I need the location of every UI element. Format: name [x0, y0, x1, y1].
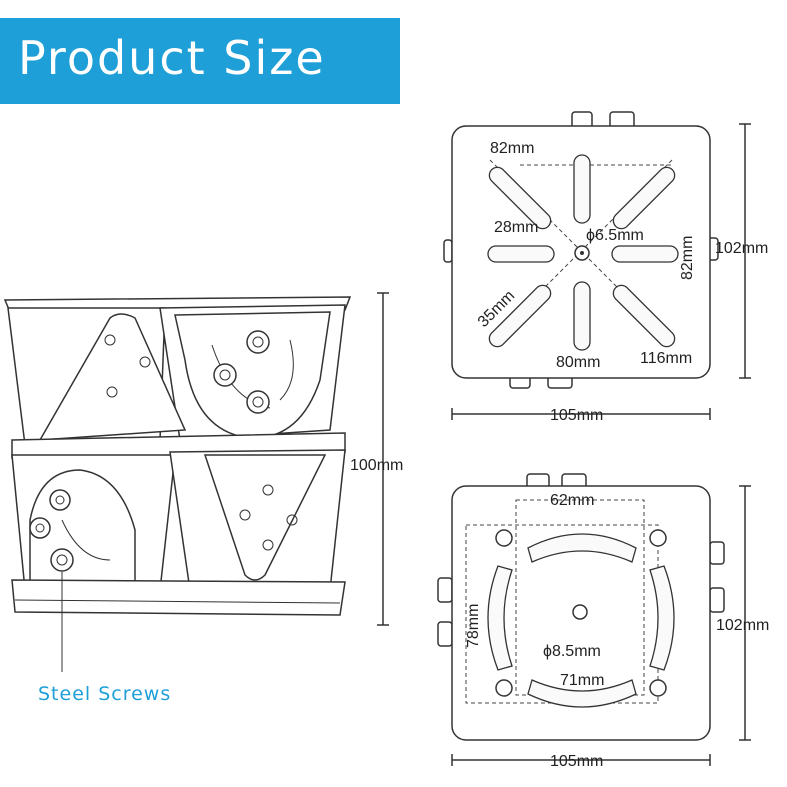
- bottom-71mm-label: 71mm: [560, 672, 604, 689]
- top-width-label: 105mm: [550, 407, 603, 424]
- bottom-62mm-label: 62mm: [550, 492, 594, 509]
- top-hole-label: ϕ6.5mm: [586, 227, 644, 244]
- side-height-label: 100mm: [350, 457, 403, 474]
- page-title: Product Size: [18, 31, 326, 85]
- top-plate-view: 82mm 28mm ϕ6.5mm 82mm 35mm 80mm 116mm 10…: [443, 111, 768, 424]
- bottom-hole-label: ϕ8.5mm: [543, 643, 601, 660]
- top-82mm-label: 82mm: [490, 140, 534, 157]
- top-80mm-label: 80mm: [556, 354, 600, 371]
- screws-callout-label: Steel Screws: [38, 683, 171, 705]
- steel-screw-icon: [29, 330, 270, 572]
- bottom-height-label: 102mm: [716, 617, 769, 634]
- bracket-side-view: Steel Screws 100mm: [3, 292, 403, 705]
- title-banner: Product Size: [0, 18, 400, 104]
- top-height-label: 102mm: [715, 240, 768, 257]
- bottom-plate-view: 62mm 78mm ϕ8.5mm 71mm 102mm 105mm: [437, 473, 769, 770]
- top-116mm-label: 116mm: [640, 350, 692, 367]
- bottom-78mm-label: 78mm: [465, 604, 482, 648]
- top-28mm-label: 28mm: [494, 219, 538, 236]
- top-82mm-vertical-label: 82mm: [679, 236, 696, 280]
- bottom-width-label: 105mm: [550, 753, 603, 770]
